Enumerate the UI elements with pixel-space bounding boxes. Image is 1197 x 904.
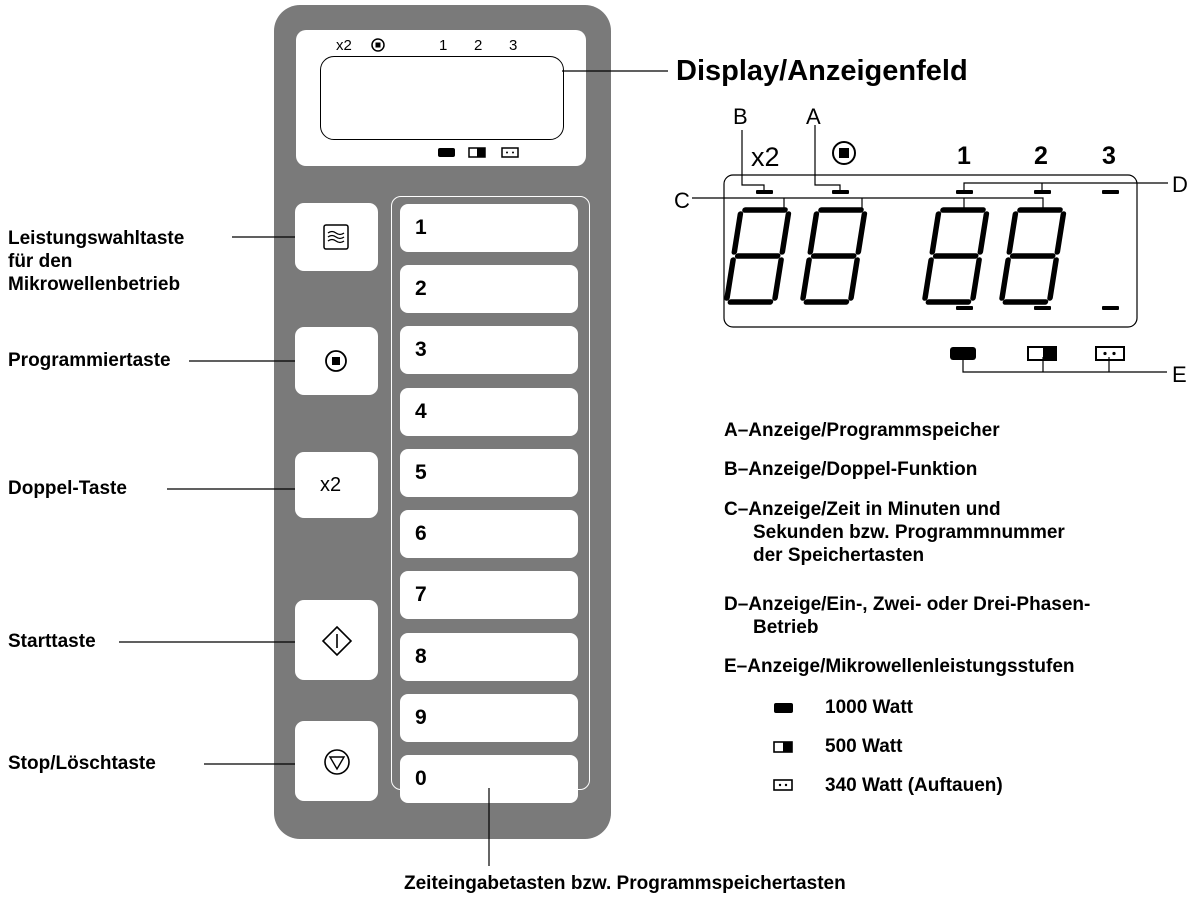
legend-e: E–Anzeige/Mikrowellenleistungsstufen	[724, 656, 1075, 677]
phase-2-dash-bottom	[1034, 306, 1051, 310]
leader-d	[963, 182, 1168, 190]
seven-segment-digit-2	[800, 207, 868, 305]
legend-500-icon	[773, 741, 793, 753]
panel-phase-2: 2	[474, 37, 483, 54]
phase-3-dash-top	[1102, 190, 1119, 194]
start-key-label: Starttaste	[8, 631, 96, 652]
indicator-b-dash	[756, 190, 773, 194]
stop-key-label: Stop/Löschtaste	[8, 753, 156, 774]
legend-b: B–Anzeige/Doppel-Funktion	[724, 459, 978, 480]
panel-phase-1: 1	[439, 37, 448, 54]
display-phase-1: 1	[957, 142, 971, 170]
double-button[interactable]: x2	[295, 452, 378, 518]
legend-c: C–Anzeige/Zeit in Minuten und Sekunden b…	[724, 499, 1065, 566]
display-phase-3: 3	[1102, 142, 1116, 170]
panel-phase-3: 3	[509, 37, 518, 54]
start-icon	[321, 625, 353, 657]
number-key-6[interactable]: 6	[400, 510, 578, 558]
phase-1-dash-bottom	[956, 306, 973, 310]
phase-3-dash-bottom	[1102, 306, 1119, 310]
letter-e: E	[1172, 362, 1187, 387]
display-detail-frame	[723, 174, 1138, 328]
seven-segment-digit-1	[724, 207, 792, 305]
panel-x2-indicator: x2	[336, 37, 352, 54]
legend-340-watt: 340 Watt (Auftauen)	[825, 775, 1003, 796]
power-1000-icon	[950, 347, 976, 360]
power-340-icon	[1095, 346, 1125, 361]
number-key-4[interactable]: 4	[400, 388, 578, 436]
double-key-label: Doppel-Taste	[8, 478, 127, 499]
seven-segment-digit-4	[999, 207, 1067, 305]
number-key-8[interactable]: 8	[400, 633, 578, 681]
phase-1-dash-top	[956, 190, 973, 194]
phase-2-dash-top	[1034, 190, 1051, 194]
panel-power-level-icons	[438, 147, 519, 158]
number-key-3[interactable]: 3	[400, 326, 578, 374]
number-key-1[interactable]: 1	[400, 204, 578, 252]
power-select-button[interactable]	[295, 203, 378, 271]
panel-program-indicator-icon	[371, 38, 385, 52]
display-x2-indicator: x2	[751, 142, 780, 172]
display-power-level-icons	[950, 346, 1125, 361]
leader-b	[741, 130, 765, 190]
legend-1000-watt: 1000 Watt	[825, 697, 913, 718]
program-icon	[325, 350, 347, 372]
microwave-waves-icon	[323, 224, 349, 250]
number-key-2[interactable]: 2	[400, 265, 578, 313]
legend-a: A–Anzeige/Programmspeicher	[724, 420, 1000, 441]
program-indicator-icon	[832, 141, 856, 165]
legend-500-watt: 500 Watt	[825, 736, 903, 757]
leader-e	[962, 357, 1167, 373]
program-key-label: Programmiertaste	[8, 350, 171, 371]
stop-clear-button[interactable]	[295, 721, 378, 801]
display-title: Display/Anzeigenfeld	[676, 55, 968, 87]
letter-b: B	[733, 104, 748, 129]
time-entry-keys-label: Zeiteingabetasten bzw. Programmspeichert…	[404, 873, 846, 894]
letter-d: D	[1172, 172, 1188, 197]
stop-icon	[324, 749, 350, 775]
program-button[interactable]	[295, 327, 378, 395]
display-phase-2: 2	[1034, 142, 1048, 170]
double-button-label: x2	[320, 474, 342, 496]
letter-c: C	[674, 188, 690, 213]
leader-a	[814, 125, 841, 190]
power-select-label: Leistungswahltaste für den Mikrowellenbe…	[8, 228, 185, 295]
number-key-5[interactable]: 5	[400, 449, 578, 497]
indicator-a-dash	[832, 190, 849, 194]
legend-1000-icon	[774, 703, 793, 713]
seven-segment-digit-3	[922, 207, 990, 305]
panel-display	[296, 30, 586, 166]
legend-d: D–Anzeige/Ein-, Zwei- oder Drei-Phasen- …	[724, 594, 1091, 638]
letter-a: A	[806, 104, 821, 129]
leader-c	[692, 197, 1044, 210]
legend-340-icon	[773, 779, 793, 791]
start-button[interactable]	[295, 600, 378, 680]
number-key-7[interactable]: 7	[400, 571, 578, 619]
number-key-9[interactable]: 9	[400, 694, 578, 742]
panel-lcd-window	[320, 56, 564, 140]
